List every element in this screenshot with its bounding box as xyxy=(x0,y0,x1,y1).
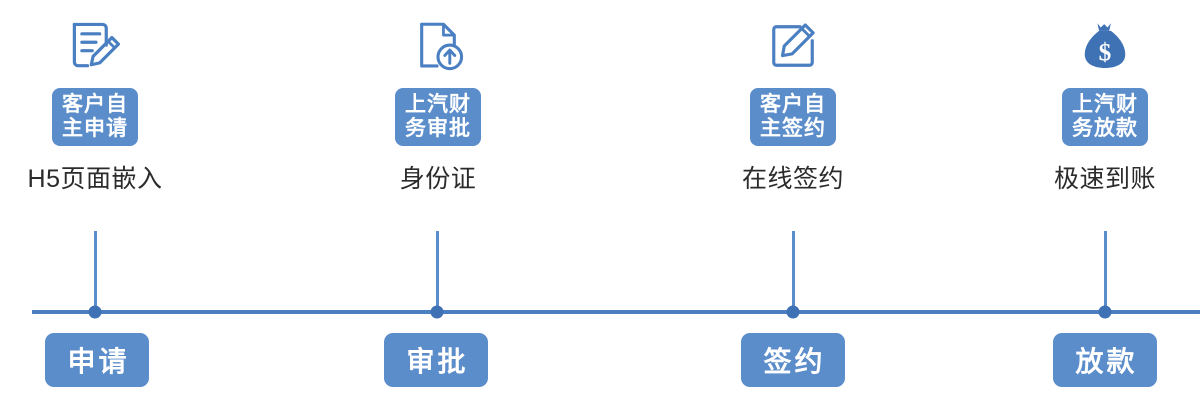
stage-button-disburse[interactable]: 放款 xyxy=(1053,333,1157,387)
stage-button-apply[interactable]: 申请 xyxy=(45,333,149,387)
step-3: 客户自 主签约 在线签约 xyxy=(673,0,913,240)
step-badge: 上汽财 务审批 xyxy=(395,88,481,147)
step-badge: 上汽财 务放款 xyxy=(1062,88,1148,147)
connector-line-1 xyxy=(94,231,97,312)
stage-button-approval[interactable]: 审批 xyxy=(384,333,488,387)
document-upload-icon xyxy=(406,14,470,78)
timeline-axis xyxy=(32,310,1200,314)
step-1: 客户自 主申请 H5页面嵌入 xyxy=(0,0,215,240)
square-pencil-icon xyxy=(761,14,825,78)
step-label: 极速到账 xyxy=(1053,165,1156,194)
document-edit-icon xyxy=(63,14,127,78)
step-label: H5页面嵌入 xyxy=(27,165,163,194)
stage-button-sign[interactable]: 签约 xyxy=(741,333,845,387)
step-label: 身份证 xyxy=(399,165,477,194)
connector-line-4 xyxy=(1104,231,1107,312)
step-2: 上汽财 务审批 身份证 xyxy=(318,0,558,240)
step-label: 在线签约 xyxy=(741,165,844,194)
timeline-dot-2[interactable] xyxy=(430,305,444,319)
step-badge: 客户自 主申请 xyxy=(52,88,138,147)
money-bag-icon: $ xyxy=(1073,14,1137,78)
step-4: $ 上汽财 务放款 极速到账 xyxy=(985,0,1200,240)
timeline-dot-1[interactable] xyxy=(88,305,102,319)
step-badge: 客户自 主签约 xyxy=(750,88,836,147)
svg-text:$: $ xyxy=(1099,38,1112,66)
connector-line-2 xyxy=(436,231,439,312)
timeline-dot-3[interactable] xyxy=(786,305,800,319)
connector-line-3 xyxy=(792,231,795,312)
timeline-dot-4[interactable] xyxy=(1098,305,1112,319)
